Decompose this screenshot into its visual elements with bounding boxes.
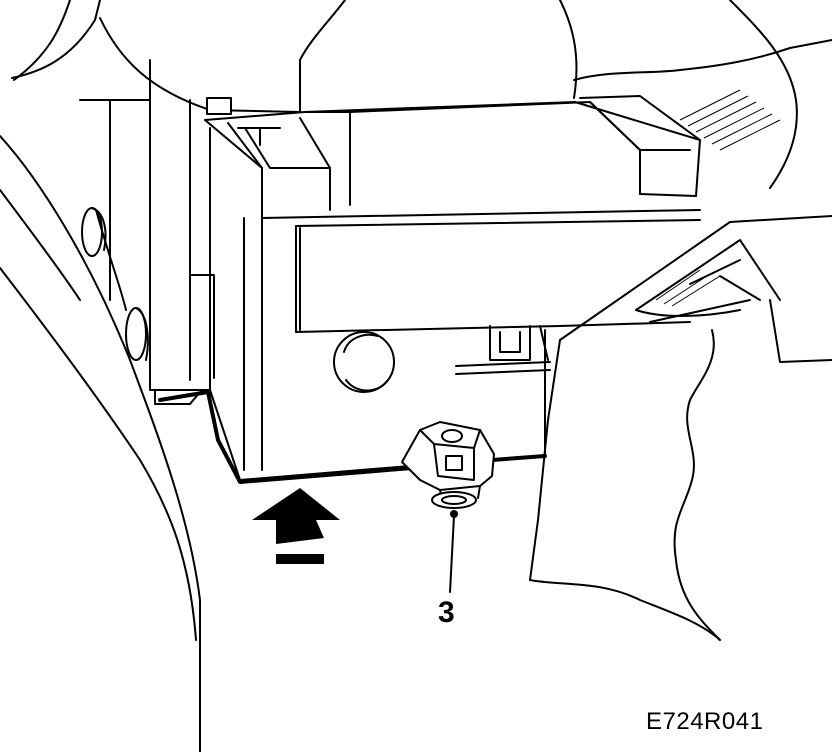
callout-leader-line: [449, 515, 455, 593]
control-module: [204, 95, 701, 481]
callout-label: 3: [438, 596, 455, 629]
upper-shroud: [11, 0, 832, 189]
left-trim-panel: [0, 59, 215, 752]
left-studs: [81, 207, 149, 361]
module-outline: [158, 390, 414, 484]
fastener-clip: [401, 421, 495, 518]
figure-code: E724R041: [646, 708, 764, 735]
right-bracket: [529, 89, 832, 641]
up-arrow-icon: [252, 488, 340, 564]
